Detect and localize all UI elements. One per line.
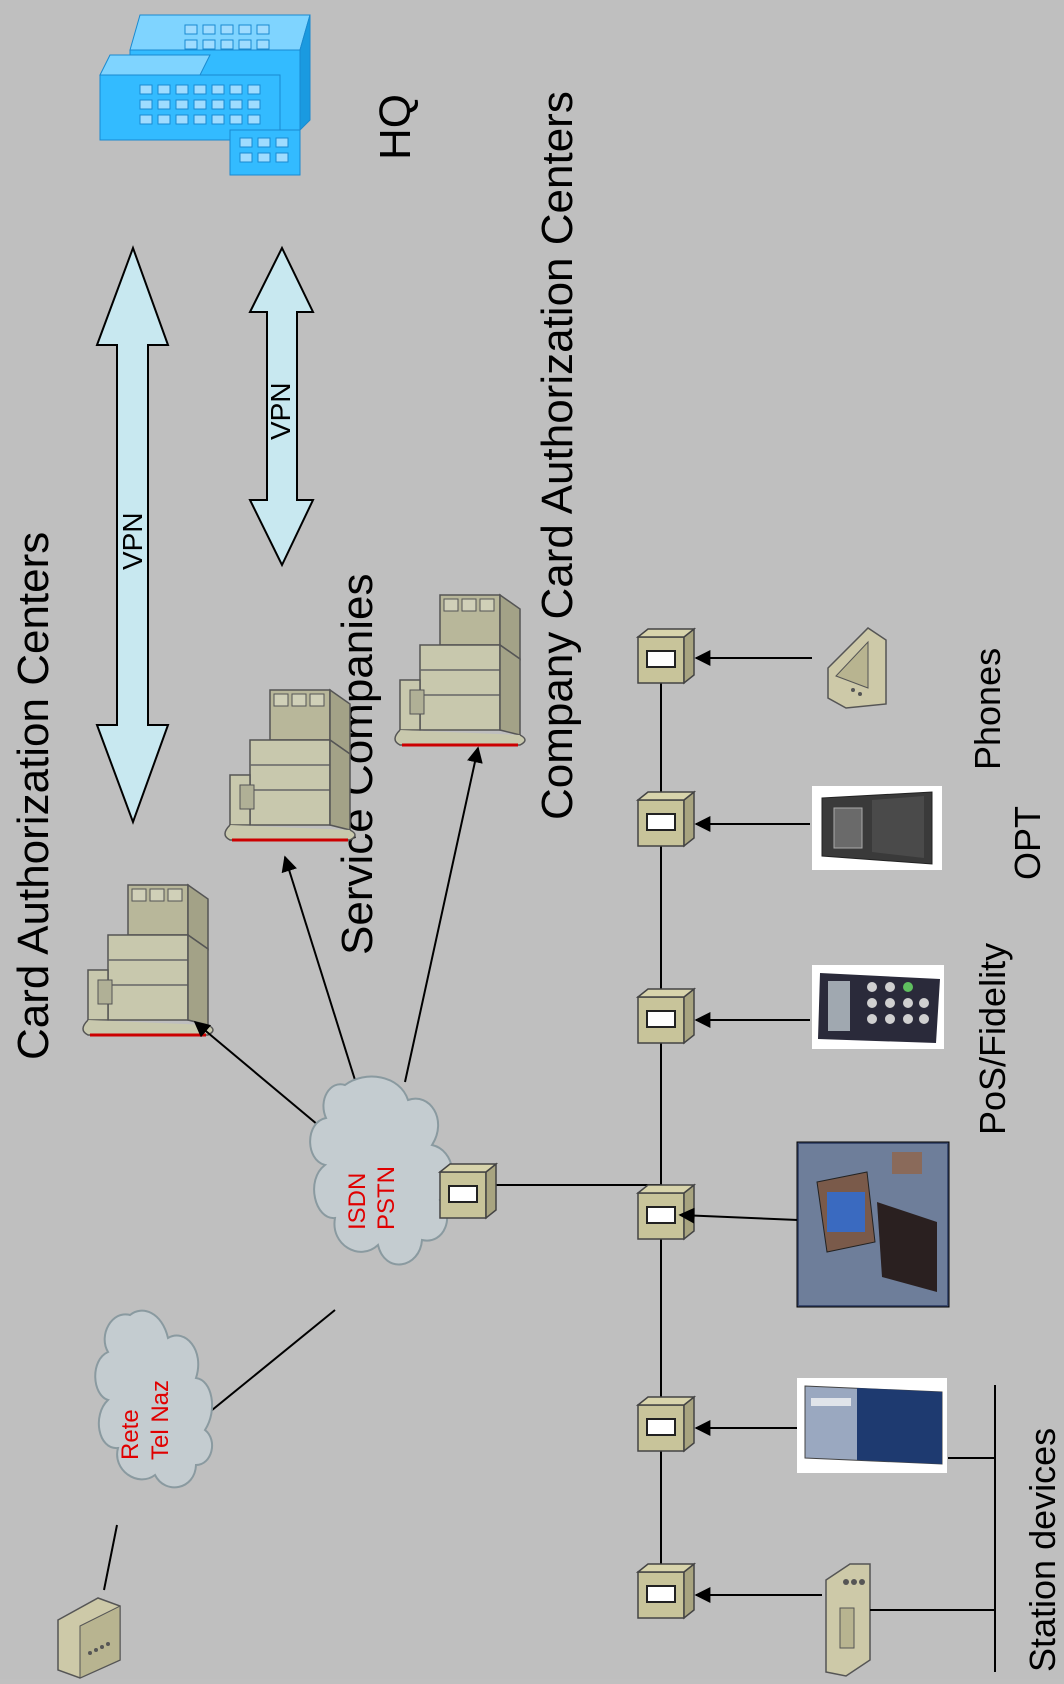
opt-label: OPT bbox=[1007, 806, 1048, 880]
tel-naz-label: Tel Naz bbox=[147, 1380, 174, 1460]
hq-building-icon bbox=[99, 14, 311, 176]
company-card-auth-label: Company Card Authorization Centers bbox=[533, 91, 582, 820]
isdn-modem-icon bbox=[439, 1163, 497, 1219]
pos-fidelity-label: PoS/Fidelity bbox=[972, 943, 1013, 1135]
station-devices-label: Station devices bbox=[1022, 1428, 1063, 1672]
station-pump-icon bbox=[825, 1563, 871, 1677]
vpn-arrow-right: VPN bbox=[248, 245, 315, 568]
phone-icon bbox=[57, 1597, 121, 1679]
rete-label: Rete bbox=[117, 1409, 144, 1460]
bus-modem-icon bbox=[637, 988, 695, 1044]
bus-modem-icon bbox=[637, 1396, 695, 1452]
rete-tel-naz-cloud-icon: Rete Tel Naz bbox=[94, 1309, 214, 1489]
vpn-right-label: VPN bbox=[265, 382, 296, 440]
bus-modem-icon bbox=[637, 1563, 695, 1619]
pstn-label: PSTN bbox=[373, 1166, 400, 1230]
bus-modem-icon bbox=[637, 1184, 695, 1240]
service-company-server-icon bbox=[223, 688, 357, 842]
isdn-label: ISDN bbox=[344, 1173, 371, 1230]
pos-terminal-photo-icon bbox=[796, 1141, 950, 1308]
isdn-pstn-cloud-icon: ISDN PSTN bbox=[309, 1075, 454, 1266]
company-card-server-icon bbox=[393, 593, 527, 747]
hq-label: HQ bbox=[371, 94, 420, 160]
phones-label: Phones bbox=[967, 648, 1008, 770]
bus-modem-icon bbox=[637, 791, 695, 847]
station-device-icon bbox=[797, 1378, 947, 1473]
vpn-left-label: VPN bbox=[117, 512, 148, 570]
card-auth-label: Card Authorization Centers bbox=[9, 532, 58, 1060]
card-auth-server-icon bbox=[81, 883, 215, 1037]
opt-device-icon bbox=[812, 786, 942, 870]
phones-device-icon bbox=[827, 627, 887, 709]
vpn-arrow-left: VPN bbox=[95, 245, 170, 825]
pos-fidelity-device-icon bbox=[812, 965, 944, 1049]
bus-modem-icon bbox=[637, 628, 695, 684]
